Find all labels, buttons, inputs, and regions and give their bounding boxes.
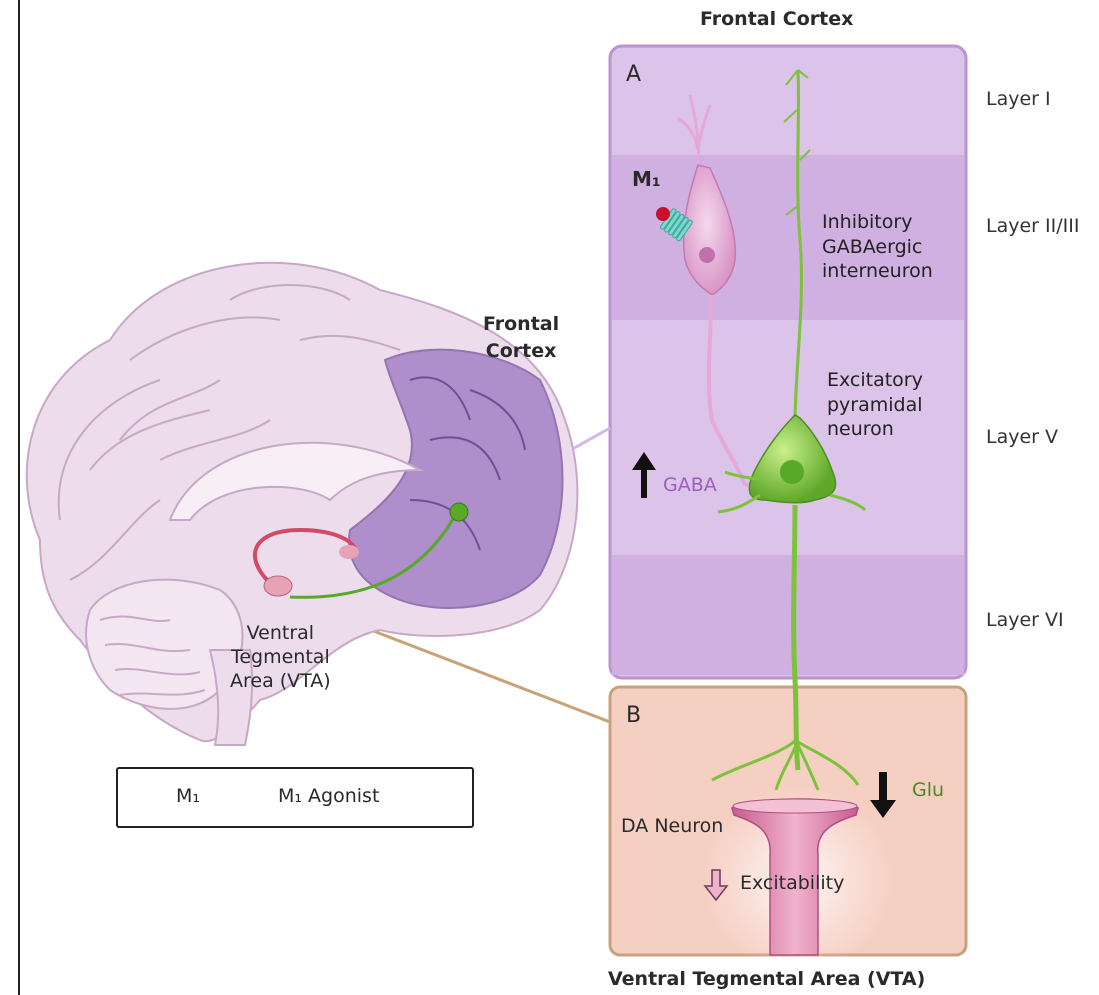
inhibitory-interneuron-label: Inhibitory GABAergic interneuron — [822, 210, 933, 284]
inhibitory-line2: GABAergic — [822, 235, 933, 260]
title-vta: Ventral Tegmental Area (VTA) — [608, 968, 925, 990]
agonist-dot-icon — [656, 207, 670, 221]
excitability-label: Excitability — [740, 872, 844, 894]
excitatory-line2: pyramidal — [827, 393, 923, 418]
brain-frontal-label-line1: Frontal — [483, 311, 559, 338]
brain-vta-label: Ventral Tegmental Area (VTA) — [230, 622, 331, 693]
glu-label: Glu — [912, 779, 944, 801]
inhibitory-line1: Inhibitory — [822, 210, 933, 235]
panel-a-label: A — [626, 62, 641, 87]
brain-frontal-cortex-label: Frontal Cortex — [483, 311, 559, 364]
m1-receptor-label: M₁ — [632, 167, 661, 191]
excitatory-pyramidal-label: Excitatory pyramidal neuron — [827, 368, 923, 442]
panel-b-label: B — [626, 703, 641, 728]
legend-agonist-label: M₁ Agonist — [278, 785, 379, 807]
legend-m1-label: M₁ — [176, 785, 200, 807]
layer-label-1: Layer I — [986, 88, 1051, 110]
da-neuron-label: DA Neuron — [621, 815, 723, 837]
panel-a — [610, 46, 966, 678]
layer-label-5: Layer V — [986, 426, 1058, 448]
excitatory-line1: Excitatory — [827, 368, 923, 393]
excitatory-line3: neuron — [827, 417, 923, 442]
layer-label-6: Layer VI — [986, 609, 1064, 631]
gaba-label: GABA — [663, 474, 717, 496]
vta-label-line2: Tegmental — [230, 646, 331, 670]
vta-label-line3: Area (VTA) — [230, 670, 331, 694]
brain-frontal-label-line2: Cortex — [483, 338, 559, 365]
vta-label-line1: Ventral — [230, 622, 331, 646]
layer-label-2-3: Layer II/III — [986, 215, 1079, 237]
inhibitory-line3: interneuron — [822, 259, 933, 284]
